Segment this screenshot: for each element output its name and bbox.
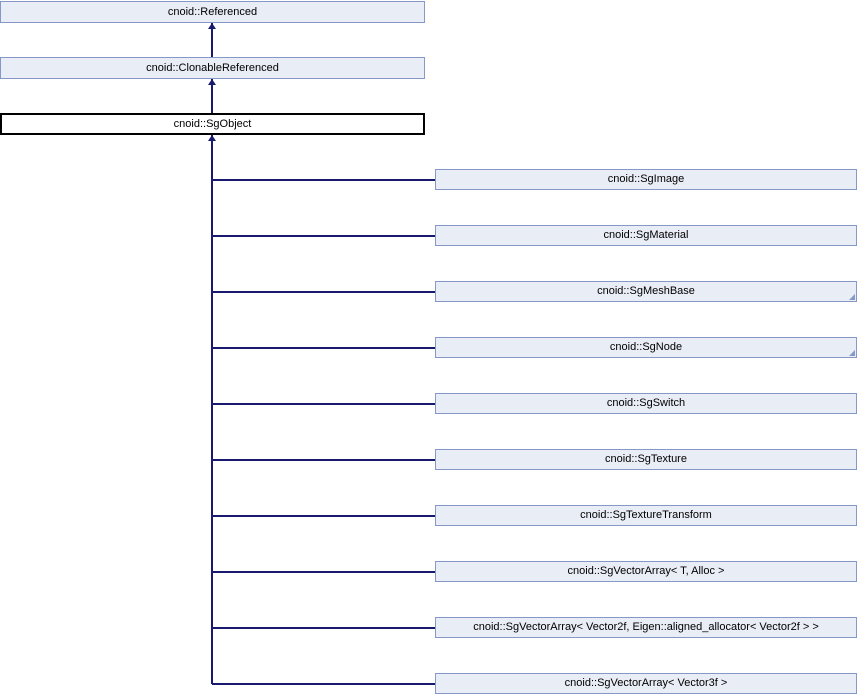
- class-node-label: cnoid::SgVectorArray< Vector2f, Eigen::a…: [473, 621, 819, 633]
- class-node-label: cnoid::SgVectorArray< T, Alloc >: [567, 565, 725, 577]
- class-node-label: cnoid::SgVectorArray< Vector3f >: [564, 677, 728, 689]
- class-node-cnoid-sgimage[interactable]: cnoid::SgImage: [435, 169, 857, 190]
- inheritance-connector-line: [212, 235, 435, 237]
- inheritance-connector-line: [212, 515, 435, 517]
- class-node-cnoid-clonablereferenced[interactable]: cnoid::ClonableReferenced: [0, 57, 425, 79]
- class-node-label: cnoid::ClonableReferenced: [146, 61, 279, 74]
- class-node-cnoid-sgmaterial[interactable]: cnoid::SgMaterial: [435, 225, 857, 246]
- class-node-cnoid-sgswitch[interactable]: cnoid::SgSwitch: [435, 393, 857, 414]
- class-node-cnoid-sgvectorarray-vector2f-eigen-aligned-allocator-vector2f[interactable]: cnoid::SgVectorArray< Vector2f, Eigen::a…: [435, 617, 857, 638]
- class-node-cnoid-sgvectorarray-t-alloc[interactable]: cnoid::SgVectorArray< T, Alloc >: [435, 561, 857, 582]
- inheritance-arrow-line: [211, 79, 213, 113]
- class-node-label: cnoid::SgMaterial: [603, 229, 689, 241]
- class-node-label: cnoid::SgTextureTransform: [580, 509, 712, 521]
- inheritance-connector-line: [212, 571, 435, 573]
- inheritance-connector-line: [212, 627, 435, 629]
- has-subclasses-icon: [849, 350, 855, 356]
- class-node-cnoid-sgnode[interactable]: cnoid::SgNode: [435, 337, 857, 358]
- class-node-cnoid-referenced[interactable]: cnoid::Referenced: [0, 1, 425, 23]
- class-node-label: cnoid::SgObject: [173, 117, 252, 130]
- inheritance-trunk-line: [211, 135, 213, 684]
- class-node-label: cnoid::Referenced: [167, 5, 258, 18]
- class-node-label: cnoid::SgNode: [609, 341, 683, 353]
- inheritance-arrow-line: [211, 23, 213, 57]
- inheritance-connector-line: [212, 291, 435, 293]
- inheritance-connector-line: [212, 179, 435, 181]
- inheritance-connector-line: [212, 347, 435, 349]
- arrow-up-icon: [208, 23, 216, 29]
- class-node-cnoid-sgmeshbase[interactable]: cnoid::SgMeshBase: [435, 281, 857, 302]
- inheritance-connector-line: [212, 403, 435, 405]
- class-node-label: cnoid::SgTexture: [605, 453, 687, 465]
- inheritance-connector-line: [212, 459, 435, 461]
- has-subclasses-icon: [849, 294, 855, 300]
- class-node-cnoid-sgvectorarray-vector3f[interactable]: cnoid::SgVectorArray< Vector3f >: [435, 673, 857, 694]
- arrow-up-icon: [208, 135, 216, 141]
- class-node-label: cnoid::SgMeshBase: [597, 285, 695, 297]
- class-node-cnoid-sgtexture[interactable]: cnoid::SgTexture: [435, 449, 857, 470]
- class-node-cnoid-sgobject: cnoid::SgObject: [0, 113, 425, 135]
- class-node-label: cnoid::SgSwitch: [606, 397, 686, 409]
- arrow-up-icon: [208, 79, 216, 85]
- inheritance-connector-line: [212, 683, 435, 685]
- class-node-cnoid-sgtexturetransform[interactable]: cnoid::SgTextureTransform: [435, 505, 857, 526]
- class-node-label: cnoid::SgImage: [607, 173, 685, 185]
